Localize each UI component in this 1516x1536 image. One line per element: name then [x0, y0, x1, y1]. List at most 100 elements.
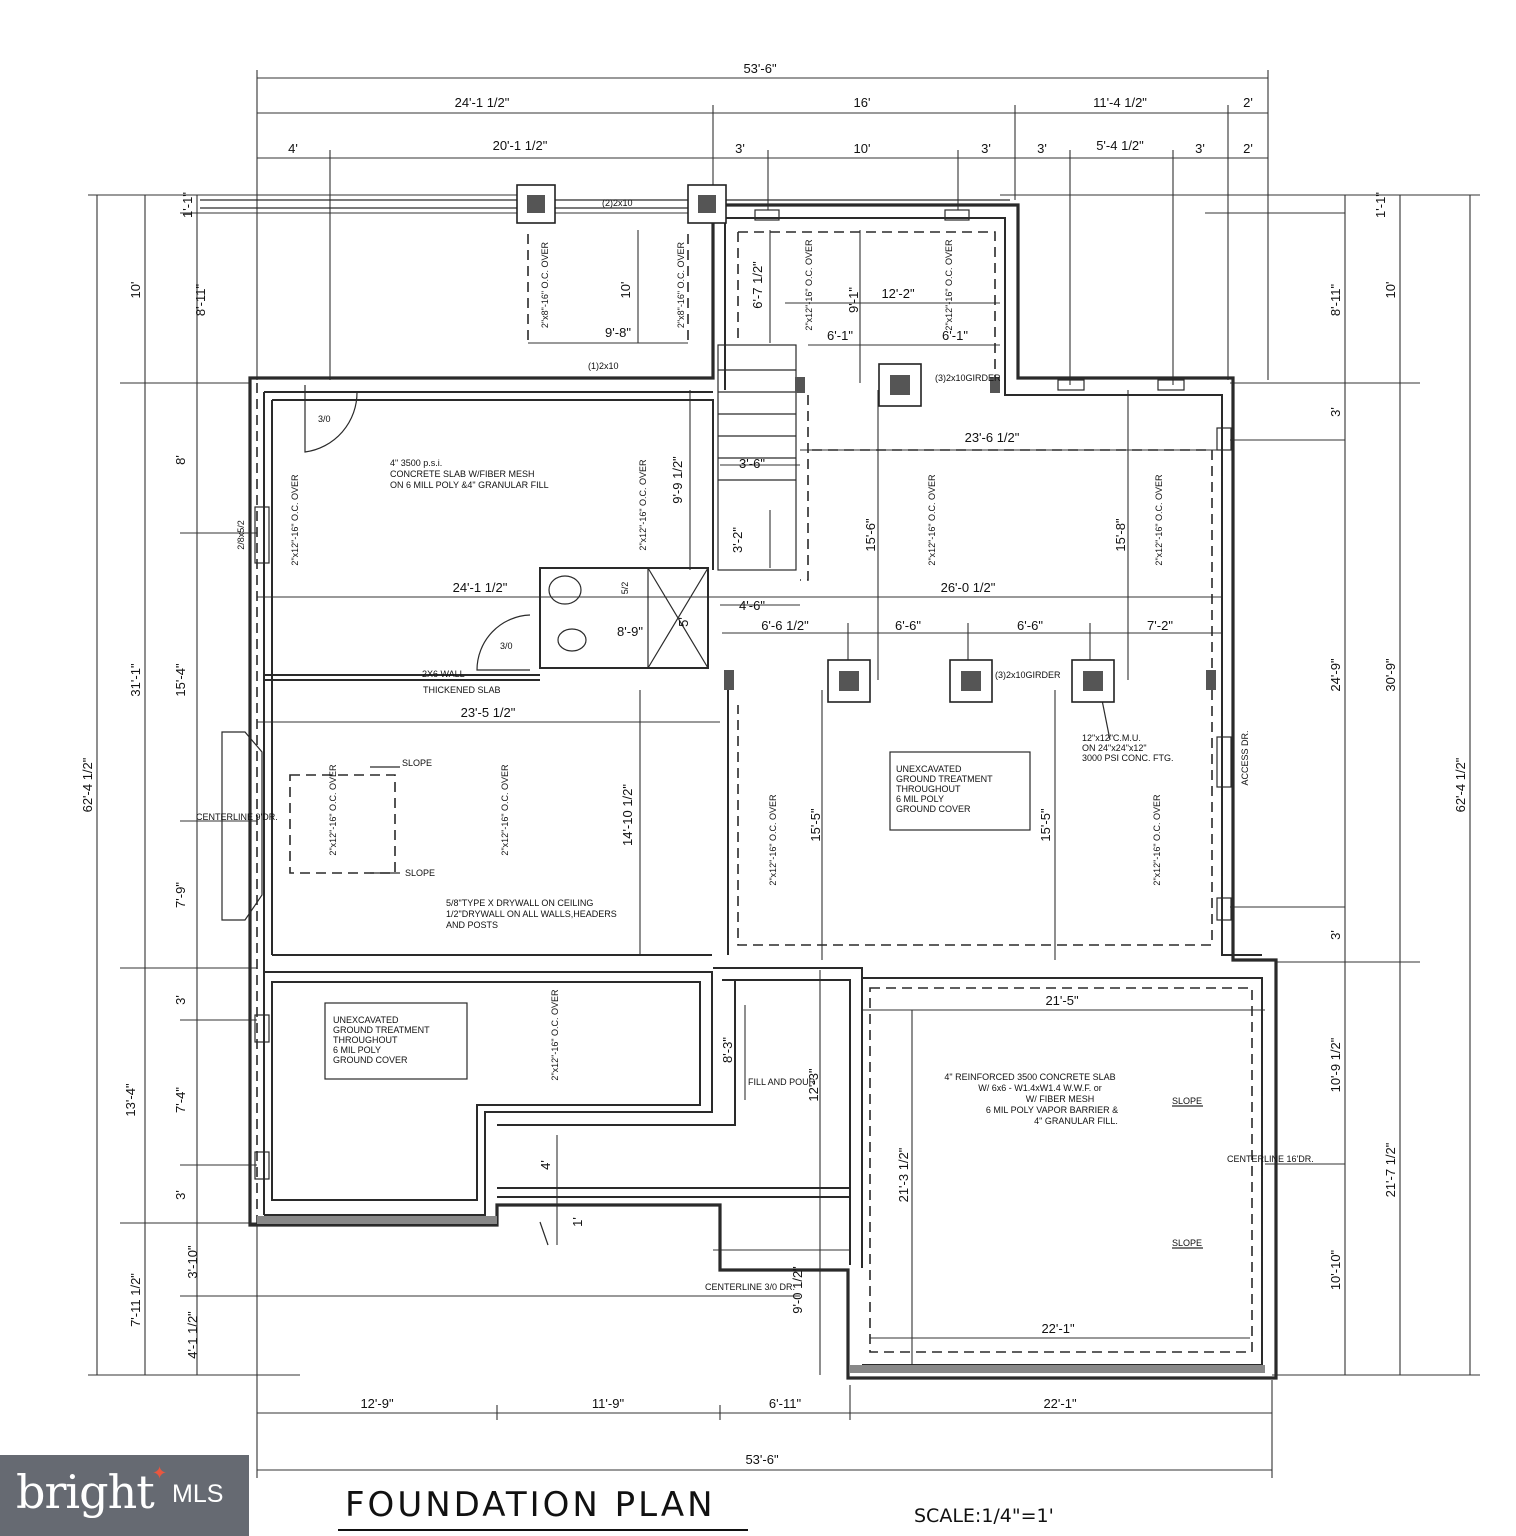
foundation-plan-drawing: 53'-6" 24'-1 1/2" 16' 11'-4 1/2" 2' 4' 2…: [80, 61, 1480, 1478]
svg-text:7'-2": 7'-2": [1147, 618, 1173, 633]
svg-text:5': 5': [676, 617, 691, 627]
svg-text:6 MIL POLY: 6 MIL POLY: [896, 794, 944, 804]
svg-text:6'-7 1/2": 6'-7 1/2": [750, 261, 765, 309]
svg-text:2"x12"-16" O.C. OVER: 2"x12"-16" O.C. OVER: [550, 989, 560, 1081]
svg-text:20'-1 1/2": 20'-1 1/2": [493, 138, 548, 153]
svg-text:4" 3500 p.s.i.: 4" 3500 p.s.i.: [390, 458, 442, 468]
svg-text:8'-9": 8'-9": [617, 624, 643, 639]
svg-text:1'-1": 1'-1": [1373, 192, 1388, 218]
svg-text:8'-11": 8'-11": [1328, 284, 1343, 317]
svg-text:(2)2x10: (2)2x10: [602, 198, 633, 208]
svg-text:6'-11": 6'-11": [769, 1396, 802, 1411]
svg-text:9'-1": 9'-1": [846, 287, 861, 313]
svg-text:6'-6": 6'-6": [1017, 618, 1043, 633]
svg-text:10': 10': [1383, 282, 1398, 299]
svg-text:AND POSTS: AND POSTS: [446, 920, 498, 930]
svg-text:3': 3': [1195, 141, 1205, 156]
svg-text:THROUGHOUT: THROUGHOUT: [896, 784, 961, 794]
svg-text:10': 10': [618, 282, 633, 299]
title-underline: [338, 1529, 748, 1531]
svg-text:SLOPE: SLOPE: [405, 868, 435, 878]
svg-text:15'-5": 15'-5": [808, 808, 823, 842]
svg-text:12'-2": 12'-2": [881, 286, 915, 301]
svg-text:31'-1": 31'-1": [128, 663, 143, 697]
svg-text:6 MIL POLY VAPOR BARRIER &: 6 MIL POLY VAPOR BARRIER &: [986, 1105, 1118, 1115]
svg-text:9'-8": 9'-8": [605, 325, 631, 340]
brand-wordmark: bright: [16, 1465, 155, 1519]
svg-text:4': 4': [288, 141, 298, 156]
svg-text:7'-9": 7'-9": [173, 882, 188, 908]
svg-text:UNEXCAVATED: UNEXCAVATED: [333, 1015, 399, 1025]
svg-text:2"x12"-16" O.C. OVER: 2"x12"-16" O.C. OVER: [804, 239, 814, 331]
svg-text:15'-4": 15'-4": [173, 663, 188, 697]
dimension-labels: 53'-6" 24'-1 1/2" 16' 11'-4 1/2" 2' 4' 2…: [80, 61, 1468, 1467]
svg-text:ACCESS DR.: ACCESS DR.: [1240, 730, 1250, 785]
svg-text:(1)2x10: (1)2x10: [588, 361, 619, 371]
svg-text:1/2"DRYWALL ON ALL WALLS,HEADE: 1/2"DRYWALL ON ALL WALLS,HEADERS: [446, 909, 617, 919]
brightmls-watermark: bright ✦ MLS: [0, 1455, 249, 1536]
svg-text:3': 3': [173, 1190, 188, 1200]
dim-bottom-overall: 53'-6": [745, 1452, 779, 1467]
svg-text:24'-1 1/2": 24'-1 1/2": [455, 95, 510, 110]
svg-text:62'-4 1/2": 62'-4 1/2": [80, 757, 95, 812]
svg-text:2': 2': [1243, 95, 1253, 110]
page-title: FOUNDATION PLAN: [345, 1485, 716, 1525]
svg-text:SLOPE: SLOPE: [1172, 1238, 1202, 1248]
svg-text:15'-6": 15'-6": [863, 518, 878, 552]
svg-text:5'-4 1/2": 5'-4 1/2": [1096, 138, 1144, 153]
svg-text:GROUND TREATMENT: GROUND TREATMENT: [333, 1025, 430, 1035]
svg-text:3': 3': [1328, 930, 1343, 940]
svg-text:4'-6": 4'-6": [739, 598, 765, 613]
svg-text:9'-9 1/2": 9'-9 1/2": [670, 456, 685, 504]
svg-text:2/8x5/2: 2/8x5/2: [236, 520, 246, 550]
brand-star-icon: ✦: [152, 1463, 168, 1484]
svg-text:3'-2": 3'-2": [730, 527, 745, 553]
svg-text:11'-4 1/2": 11'-4 1/2": [1093, 95, 1147, 110]
svg-text:26'-0 1/2": 26'-0 1/2": [941, 580, 996, 595]
svg-text:2"x12"-16" O.C. OVER: 2"x12"-16" O.C. OVER: [638, 459, 648, 551]
svg-text:CENTERLINE 3/0 DR.: CENTERLINE 3/0 DR.: [705, 1282, 795, 1292]
svg-text:3': 3': [1328, 407, 1343, 417]
svg-text:24'-9": 24'-9": [1328, 658, 1343, 692]
svg-text:2"x12"-16" O.C. OVER: 2"x12"-16" O.C. OVER: [500, 764, 510, 856]
svg-text:21'-5": 21'-5": [1045, 993, 1079, 1008]
svg-text:2"x12"-16" O.C. OVER: 2"x12"-16" O.C. OVER: [328, 764, 338, 856]
svg-text:GROUND TREATMENT: GROUND TREATMENT: [896, 774, 993, 784]
svg-text:62'-4 1/2": 62'-4 1/2": [1453, 757, 1468, 812]
svg-text:23'-5 1/2": 23'-5 1/2": [461, 705, 516, 720]
brand-suffix: MLS: [172, 1480, 224, 1508]
svg-text:1'-1": 1'-1": [180, 192, 195, 218]
svg-text:3': 3': [173, 995, 188, 1005]
svg-text:7'-4": 7'-4": [173, 1087, 188, 1113]
svg-text:15'-8": 15'-8": [1113, 518, 1128, 552]
pier-footing: [1071, 659, 1115, 703]
svg-text:9'-0 1/2": 9'-0 1/2": [790, 1266, 805, 1314]
svg-text:5/2: 5/2: [620, 582, 630, 595]
svg-text:2"x8"-16" O.C. OVER: 2"x8"-16" O.C. OVER: [676, 241, 686, 328]
svg-text:22'-1": 22'-1": [1043, 1396, 1077, 1411]
svg-text:10'-9 1/2": 10'-9 1/2": [1328, 1037, 1343, 1092]
svg-text:6'-6": 6'-6": [895, 618, 921, 633]
svg-text:THICKENED SLAB: THICKENED SLAB: [423, 685, 501, 695]
svg-text:W/ 6x6 - W1.4xW1.4 W.W.F. or: W/ 6x6 - W1.4xW1.4 W.W.F. or: [978, 1083, 1102, 1093]
svg-text:1': 1': [570, 1217, 585, 1227]
plan-notes: 4" 3500 p.s.i. CONCRETE SLAB W/FIBER MES…: [196, 198, 1314, 1292]
svg-text:GROUND COVER: GROUND COVER: [333, 1055, 408, 1065]
pier-footing: [687, 184, 727, 224]
svg-text:4" REINFORCED 3500 CONCRETE SL: 4" REINFORCED 3500 CONCRETE SLAB: [944, 1072, 1115, 1082]
svg-text:2"x12"-16" O.C. OVER: 2"x12"-16" O.C. OVER: [768, 794, 778, 886]
svg-text:4': 4': [538, 1160, 553, 1170]
dimension-lines: [88, 70, 1480, 1478]
svg-text:CENTERLINE 9'DR.: CENTERLINE 9'DR.: [196, 812, 278, 822]
svg-text:FILL AND POUR: FILL AND POUR: [748, 1077, 816, 1087]
svg-text:16': 16': [854, 95, 871, 110]
svg-text:12"x12"C.M.U.: 12"x12"C.M.U.: [1082, 733, 1141, 743]
svg-text:3'-6": 3'-6": [739, 456, 765, 471]
svg-text:3': 3': [1037, 141, 1047, 156]
svg-text:2"x12"-16" O.C. OVER: 2"x12"-16" O.C. OVER: [927, 474, 937, 566]
svg-text:10'-10": 10'-10": [1328, 1249, 1343, 1290]
svg-text:3000 PSI CONC. FTG.: 3000 PSI CONC. FTG.: [1082, 753, 1174, 763]
svg-text:SLOPE: SLOPE: [1172, 1096, 1202, 1106]
svg-text:4'-1 1/2": 4'-1 1/2": [185, 1311, 200, 1359]
svg-text:4" GRANULAR FILL.: 4" GRANULAR FILL.: [1034, 1116, 1118, 1126]
